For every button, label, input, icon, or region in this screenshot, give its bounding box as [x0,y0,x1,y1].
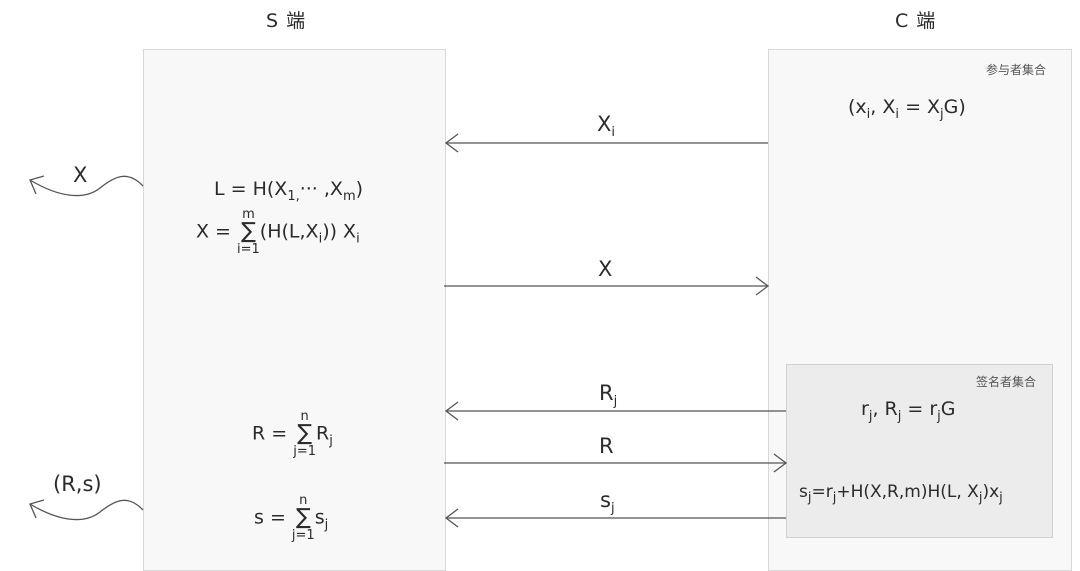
aggregate-key-formula: X = m∑i=1(H(L,Xi)) Xi [196,207,360,257]
rs-output-arrow [29,499,144,521]
sj-arrow [444,508,786,528]
xi-arrow [444,133,768,153]
x-arrow [444,276,770,296]
signers-panel [786,364,1053,538]
nonce-formula: rj, Rj = rjG [861,398,956,424]
x-output-label: X [73,163,88,187]
rj-arrow [444,401,786,421]
participant-keypair-formula: (xi, Xi = XjG) [848,96,966,122]
r-message-label: R [599,434,614,458]
s-end-header: S 端 [266,10,307,32]
signers-set-label: 签名者集合 [976,375,1037,389]
x-output-arrow [29,175,144,197]
xi-message-label: Xi [597,112,616,141]
c-end-header: C 端 [895,10,937,32]
participants-set-label: 参与者集合 [986,63,1047,77]
partial-signature-formula: sj=rj+H(X,R,m)H(L, Xj)xj [799,482,1003,506]
s-end-panel [143,49,446,571]
rs-output-label: (R,s) [53,472,102,496]
rj-message-label: Rj [599,381,618,410]
x-message-label: X [598,257,613,281]
sj-message-label: sj [600,488,615,517]
message-arrows [29,133,788,528]
l-hash-formula: L = H(X1,··· ,Xm) [214,178,364,204]
r-arrow [444,453,788,473]
